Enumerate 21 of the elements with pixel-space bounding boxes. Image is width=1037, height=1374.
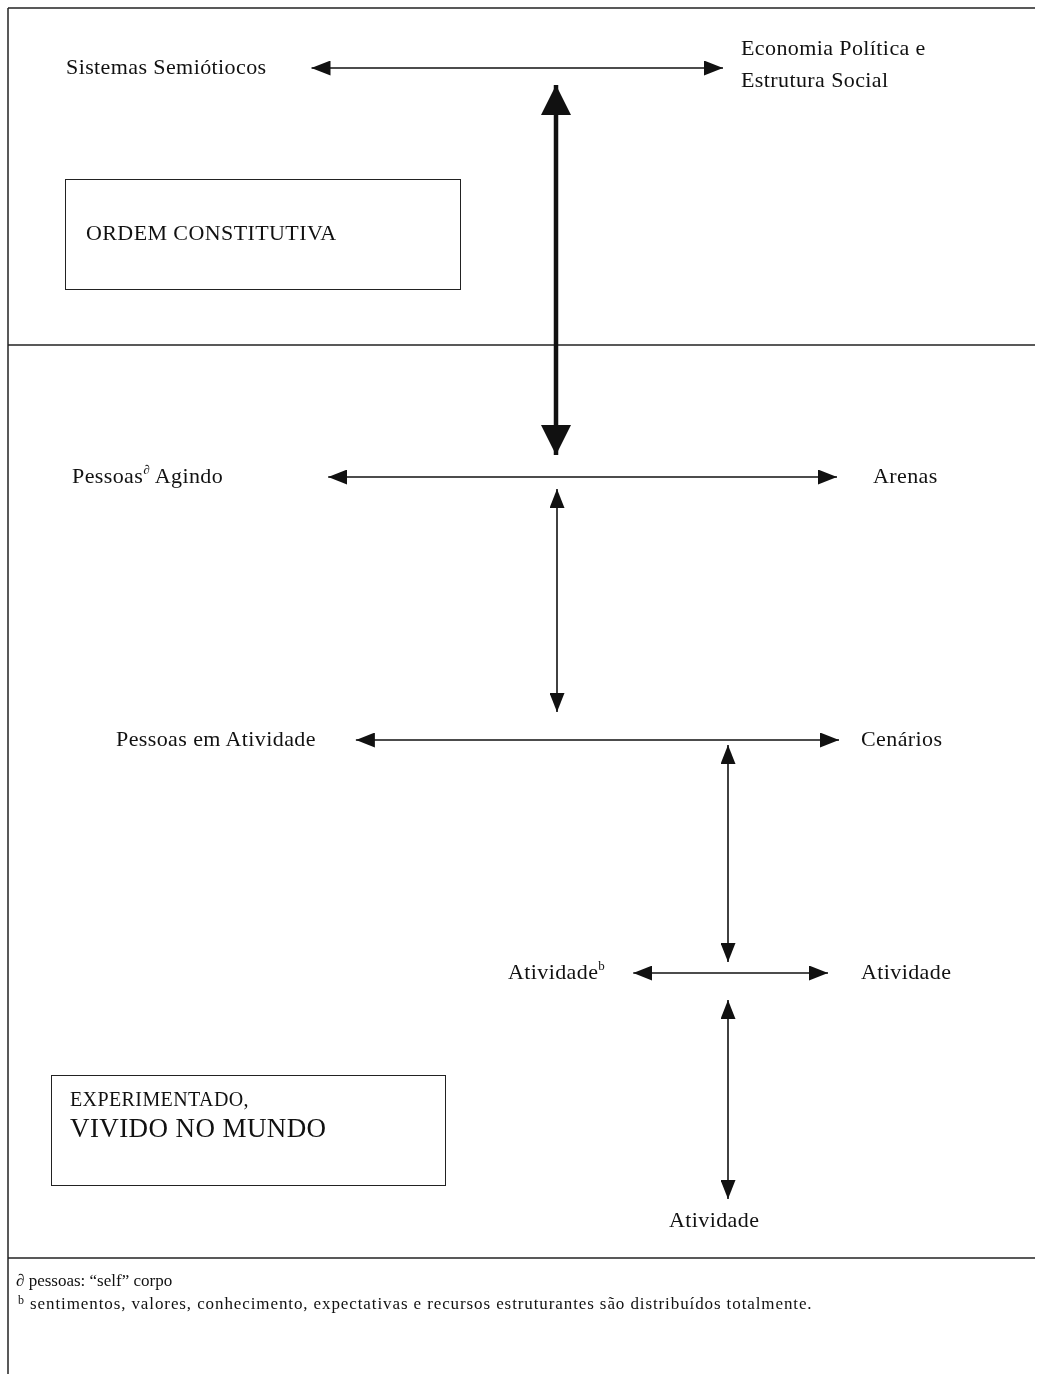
- concept-label: Sistemas Semiótiocos: [66, 52, 267, 82]
- footnote: ∂ pessoas: “self” corpo: [16, 1270, 174, 1291]
- box-text: VIVIDO NO MUNDO: [70, 1112, 328, 1145]
- box-text: EXPERIMENTADO,: [70, 1087, 250, 1112]
- double-arrow: [355, 732, 840, 748]
- double-arrow: [310, 60, 724, 76]
- concept-label: Pessoas em Atividade: [116, 724, 316, 754]
- concept-label: Atividade: [669, 1205, 760, 1235]
- concept-label: Pessoas$^{∂}$ Agindo: [72, 461, 224, 491]
- label-box: [51, 1075, 446, 1186]
- label-box: [65, 179, 461, 290]
- double-arrow: [327, 469, 838, 485]
- box-text: ORDEM CONSTITUTIVA: [86, 219, 338, 247]
- concept-label: Atividade$^{b}$: [508, 957, 606, 987]
- concept-label: Economia Política e Estrutura Social: [741, 32, 991, 96]
- concept-label: Arenas: [873, 461, 938, 491]
- concept-label: Atividade: [861, 957, 952, 987]
- footnote: $^{b}$ sentimentos, valores, conhecimento, expectativas e recursos estruturantes são distribuídos totalmente.: [18, 1293, 814, 1314]
- concept-label: Cenários: [861, 724, 943, 754]
- double-arrow: [632, 965, 829, 981]
- double-arrow: [720, 999, 736, 1200]
